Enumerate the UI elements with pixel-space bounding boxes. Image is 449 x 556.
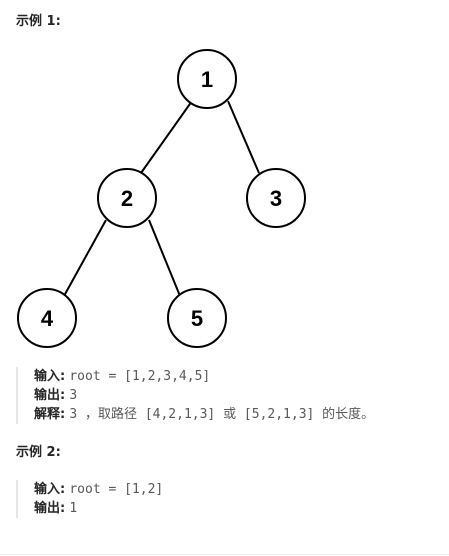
binary-tree-diagram: 1 2 3 4 5 bbox=[17, 49, 306, 348]
input-label: 输入: bbox=[34, 482, 66, 497]
svg-text:2: 2 bbox=[121, 186, 133, 211]
output-value: 1 bbox=[69, 501, 78, 516]
tree-node-5: 5 bbox=[167, 288, 227, 348]
example-1-block: 输入: root = [1,2,3,4,5] 输出: 3 解释: 3 ，取路径 … bbox=[16, 367, 436, 424]
edge-1-3 bbox=[227, 100, 260, 174]
svg-text:4: 4 bbox=[41, 306, 54, 331]
example-2-output-row: 输出: 1 bbox=[34, 499, 436, 518]
explain-label: 解释: bbox=[34, 407, 66, 422]
output-value: 3 bbox=[69, 388, 78, 403]
svg-text:1: 1 bbox=[201, 67, 213, 92]
example-2-block: 输入: root = [1,2] 输出: 1 bbox=[16, 480, 436, 518]
tree-node-4: 4 bbox=[17, 288, 77, 348]
input-value: root = [1,2] bbox=[69, 482, 164, 497]
example-2-input-row: 输入: root = [1,2] bbox=[34, 480, 436, 499]
svg-text:5: 5 bbox=[191, 306, 203, 331]
explain-value: 3 ，取路径 [4,2,1,3] 或 [5,2,1,3] 的长度。 bbox=[69, 407, 375, 422]
example-1-output-row: 输出: 3 bbox=[34, 386, 436, 405]
bottom-divider bbox=[0, 554, 449, 555]
tree-node-3: 3 bbox=[246, 168, 306, 228]
output-label: 输出: bbox=[34, 388, 66, 403]
output-label: 输出: bbox=[34, 501, 66, 516]
example-2-heading: 示例 2: bbox=[16, 445, 61, 460]
edge-1-2 bbox=[140, 100, 193, 174]
edge-2-4 bbox=[63, 219, 107, 297]
tree-node-1: 1 bbox=[177, 49, 237, 109]
input-label: 输入: bbox=[34, 369, 66, 384]
tree-node-2: 2 bbox=[97, 168, 157, 228]
example-1-input-row: 输入: root = [1,2,3,4,5] bbox=[34, 367, 436, 386]
example-1-explain-row: 解释: 3 ，取路径 [4,2,1,3] 或 [5,2,1,3] 的长度。 bbox=[34, 405, 436, 424]
edge-2-5 bbox=[148, 219, 181, 297]
input-value: root = [1,2,3,4,5] bbox=[69, 369, 211, 384]
example-1-heading: 示例 1: bbox=[16, 14, 61, 29]
svg-text:3: 3 bbox=[270, 186, 282, 211]
